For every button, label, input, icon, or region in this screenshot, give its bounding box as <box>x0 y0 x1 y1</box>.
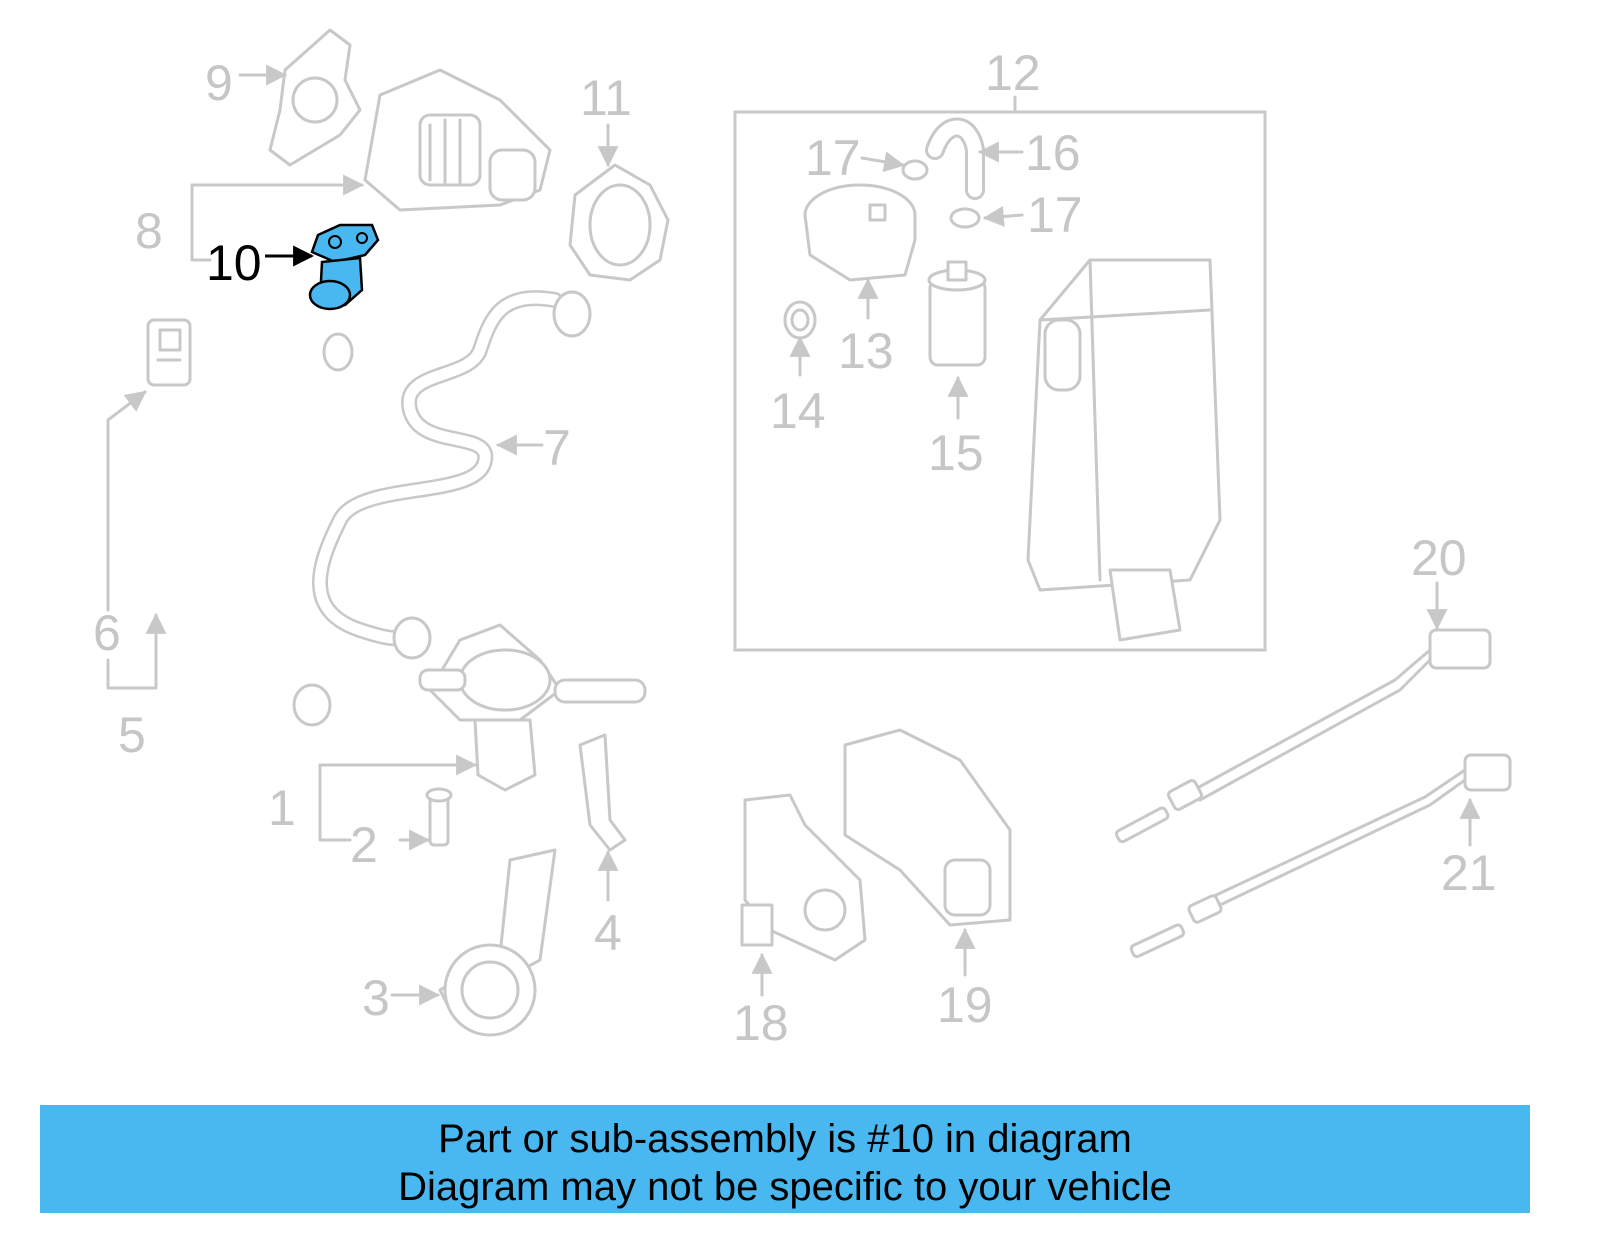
callout-12: 12 <box>985 45 1041 101</box>
callout-9: 9 <box>205 55 233 111</box>
part-17-clamp-b <box>949 207 981 229</box>
callout-labels: 1 2 3 4 5 6 7 8 9 10 11 12 13 14 15 16 1… <box>93 45 1497 1051</box>
callout-8: 8 <box>135 203 163 259</box>
callout-3: 3 <box>362 970 390 1026</box>
callout-21: 21 <box>1441 845 1497 901</box>
part-13-valve <box>803 183 917 282</box>
callout-2: 2 <box>350 817 378 873</box>
info-banner: Part or sub-assembly is #10 in diagram D… <box>40 1105 1530 1213</box>
part-11-housing <box>568 163 670 282</box>
part-8-valve <box>363 68 552 212</box>
callout-5: 5 <box>118 707 146 763</box>
part-7-hose <box>312 290 592 660</box>
leader-lines <box>106 64 1481 1006</box>
callout-16: 16 <box>1025 125 1081 181</box>
banner-line-1: Part or sub-assembly is #10 in diagram <box>438 1117 1132 1161</box>
part-16-hose <box>925 117 985 200</box>
part-20-sensor <box>1115 628 1492 844</box>
banner-line-2: Diagram may not be specific to your vehi… <box>398 1165 1172 1209</box>
part-4-clip <box>578 733 627 852</box>
part-10-highlighted <box>308 223 380 311</box>
part-21-sensor <box>1129 753 1512 959</box>
part-17-clamp-a <box>901 159 929 181</box>
callout-1: 1 <box>268 780 296 836</box>
callout-17a: 17 <box>805 130 861 186</box>
callout-18: 18 <box>733 995 789 1051</box>
callout-19: 19 <box>937 977 993 1033</box>
part-1-air-pump <box>418 623 647 792</box>
part-9-gasket <box>268 28 362 167</box>
part-14-grommet <box>783 300 817 340</box>
callout-20: 20 <box>1411 530 1467 586</box>
callout-15: 15 <box>928 425 984 481</box>
group-12-box <box>733 110 1267 652</box>
part-3-bracket <box>438 848 557 1037</box>
part-18-module <box>740 793 867 962</box>
callout-11: 11 <box>580 70 632 126</box>
part-19-bracket <box>843 728 1012 927</box>
callout-6: 6 <box>93 605 121 661</box>
callout-17b: 17 <box>1027 187 1083 243</box>
part-5-hose <box>134 332 354 727</box>
part-2-bolt <box>425 787 453 847</box>
callout-4: 4 <box>594 905 622 961</box>
callout-7: 7 <box>543 420 571 476</box>
part-6-connector <box>146 318 192 387</box>
callout-13: 13 <box>838 323 894 379</box>
part-12-canister <box>1026 258 1222 642</box>
callout-10: 10 <box>206 235 262 291</box>
part-15-filter <box>927 260 987 367</box>
callout-14: 14 <box>770 383 826 439</box>
